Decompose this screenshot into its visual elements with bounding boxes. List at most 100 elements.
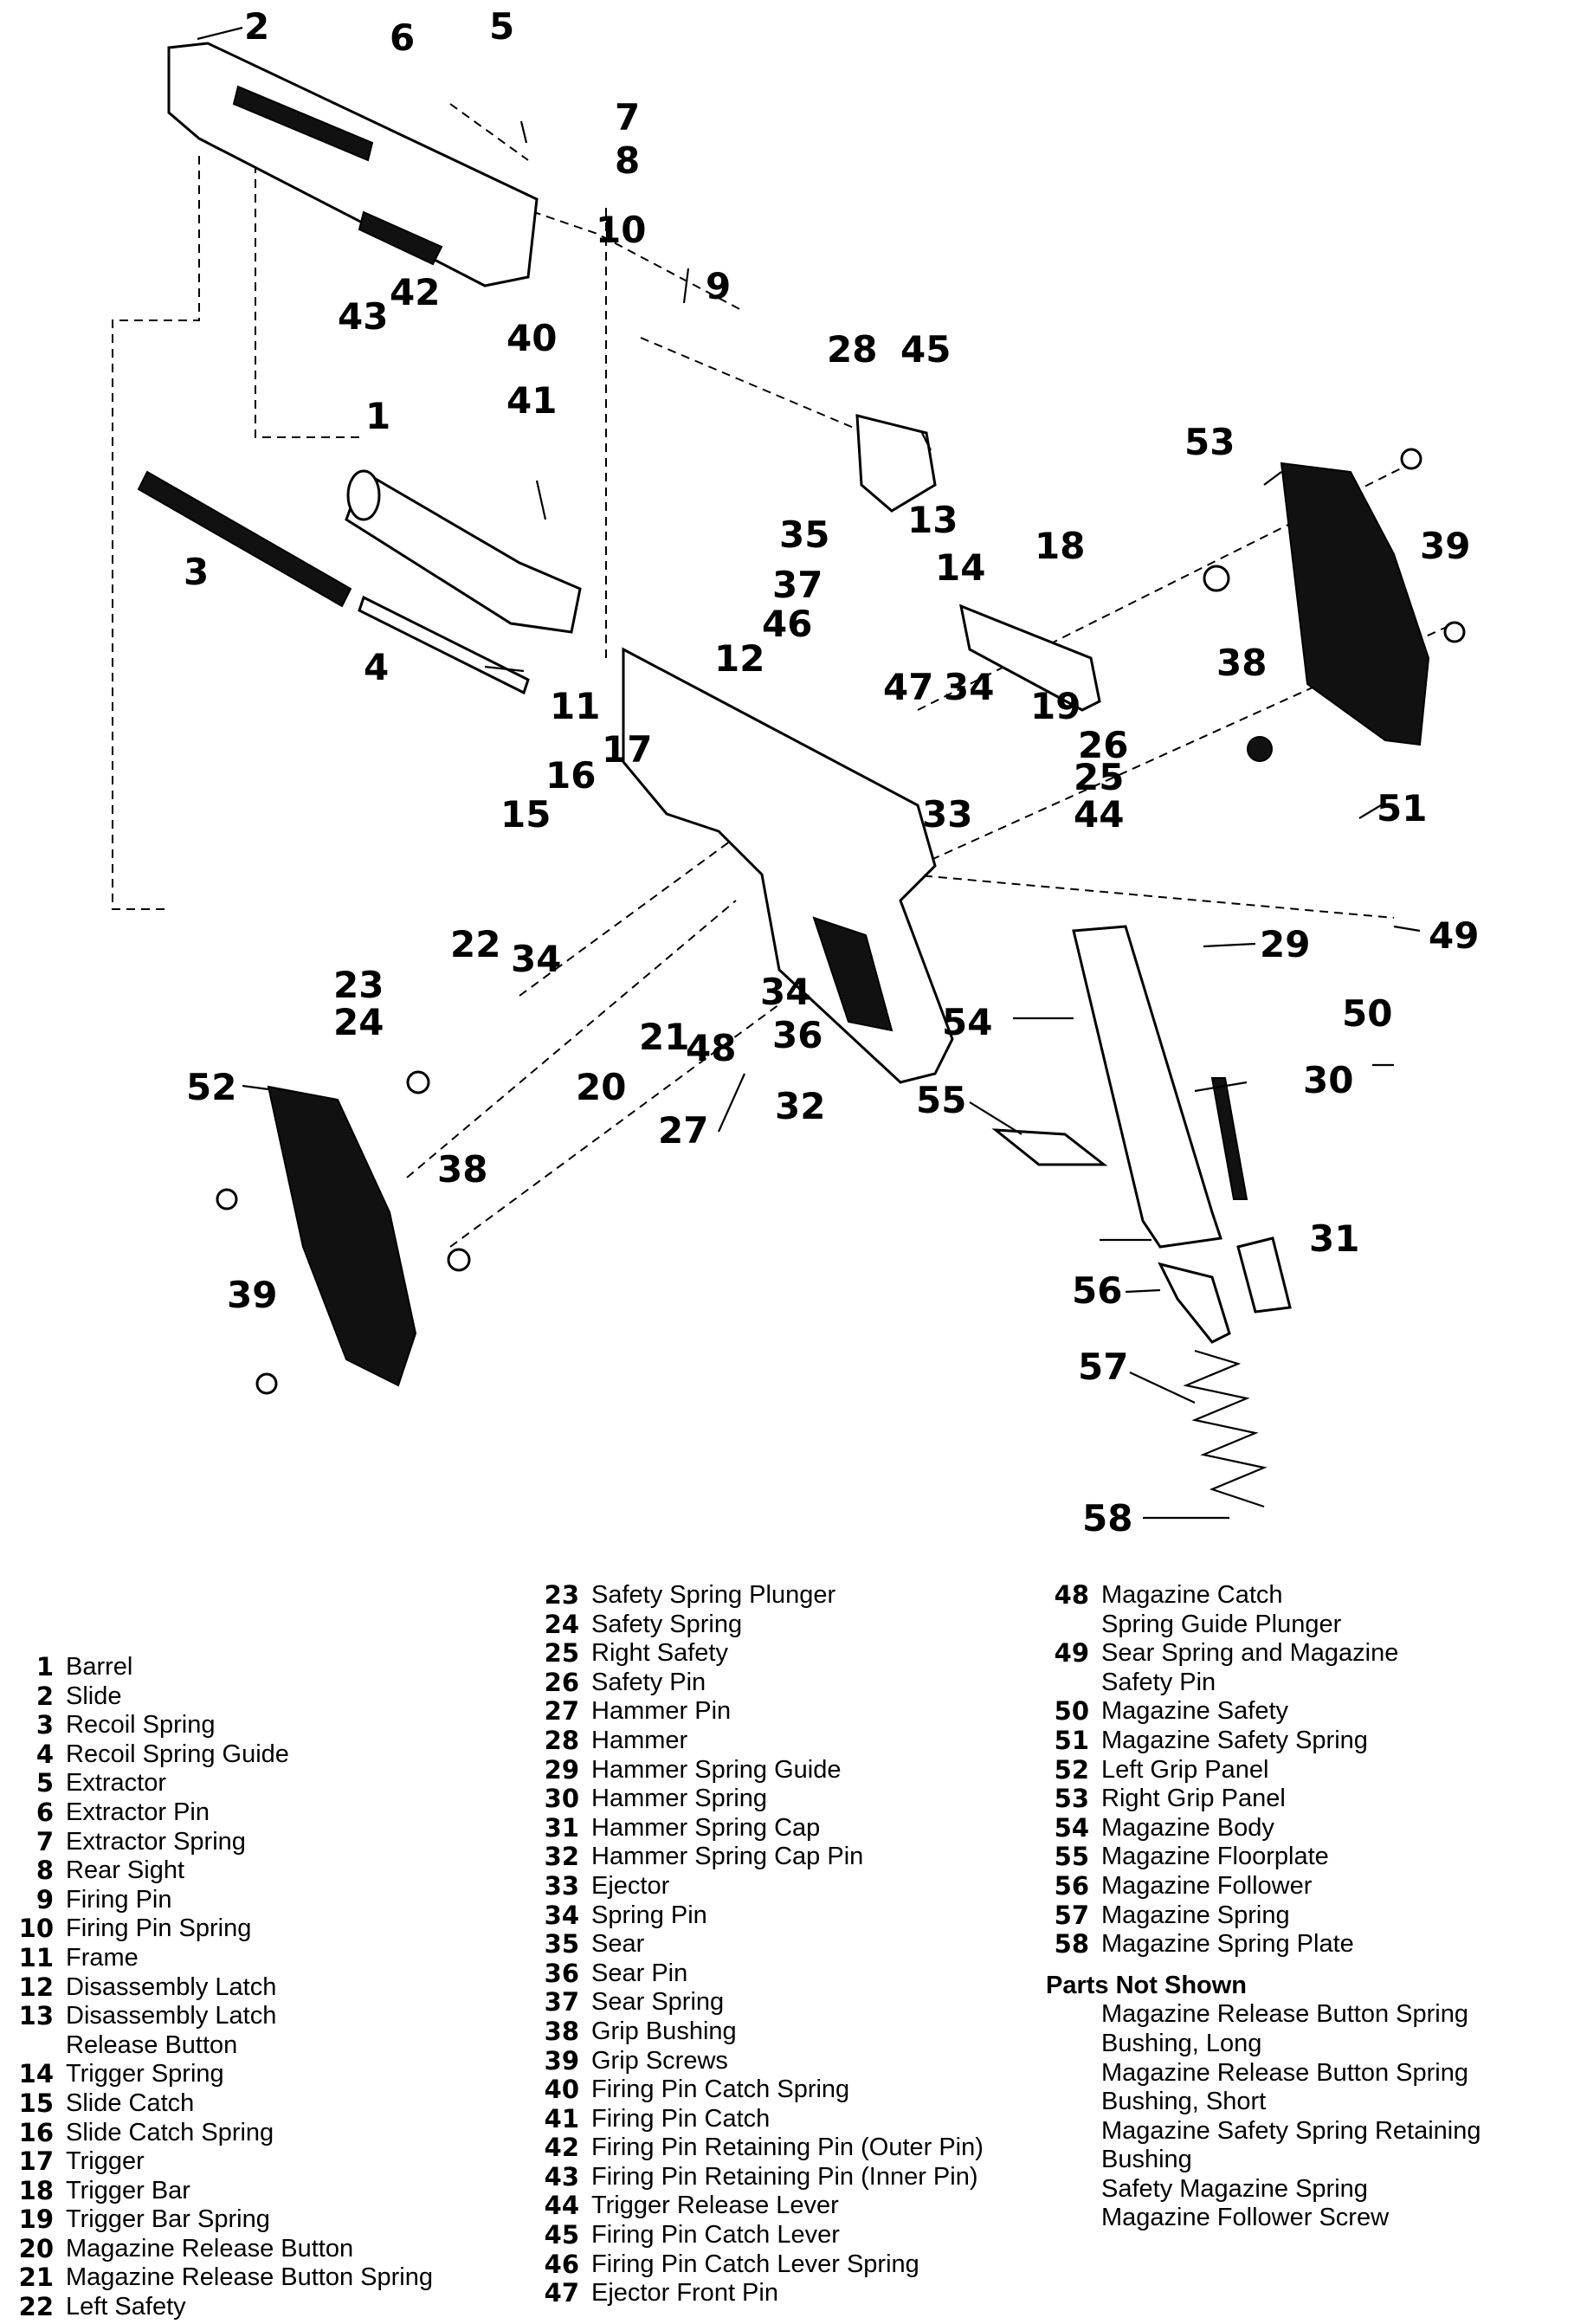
legend-item-name-text: Barrel [66, 1653, 133, 1681]
legend-item-name-text: Firing Pin Retaining Pin (Inner Pin) [591, 2162, 978, 2191]
callout-9: 9 [706, 265, 731, 307]
callout-37: 37 [772, 564, 822, 606]
legend-item-name-text: Trigger [66, 2147, 145, 2176]
legend-item-name-text: Magazine Spring Plate [1101, 1930, 1354, 1959]
legend-item-name: Hammer Spring Cap [591, 1814, 820, 1843]
legend-item-name-text: Ejector Front Pin [591, 2279, 778, 2308]
legend-item-name: Rear Sight [66, 1856, 184, 1886]
callout-39-low: 39 [227, 1274, 277, 1316]
legend-item-name-text: Right Safety [591, 1639, 728, 1668]
legend-item-name: Safety Pin [591, 1669, 706, 1698]
legend-item-name-text: Hammer Spring Guide [591, 1755, 842, 1784]
callout-43: 43 [338, 295, 388, 338]
callout-5: 5 [489, 5, 514, 48]
callout-54: 54 [942, 1001, 992, 1043]
legend-item-name: Trigger Bar Spring [66, 2205, 270, 2235]
legend-item-number: 14 [18, 2059, 54, 2089]
legend-item-name-text: Firing Pin [66, 1885, 172, 1914]
legend-item-name: Ejector [591, 1872, 669, 1901]
hammer-spring-cap-part [1236, 1236, 1292, 1314]
legend-item-name-text: Trigger Spring [66, 2060, 224, 2088]
legend-item-name: Magazine Spring Plate [1101, 1930, 1354, 1959]
legend-item-name: Trigger [66, 2147, 145, 2177]
legend-item-name: Extractor Spring [66, 1828, 246, 1857]
legend-item-name-text: Magazine Spring [1101, 1901, 1290, 1929]
legend-item-name-text: Extractor [66, 1769, 167, 1798]
callout-27: 27 [658, 1109, 708, 1152]
callout-28: 28 [827, 328, 877, 371]
legend-item-name: Hammer Spring Cap Pin [591, 1843, 863, 1872]
legend-item-name-text: Ejector [591, 1871, 670, 1900]
callout-13: 13 [907, 499, 958, 541]
legend-item-name-text: Magazine Catch [1101, 1581, 1283, 1609]
legend-item-name-text: Recoil Spring Guide [66, 1740, 289, 1768]
legend-item-number: 19 [18, 2205, 54, 2235]
callout-1: 1 [365, 395, 390, 437]
legend-item-number: 28 [544, 1725, 579, 1755]
callout-4: 4 [364, 646, 389, 688]
legend-item-number: 11 [18, 1942, 54, 1972]
callout-52: 52 [186, 1066, 236, 1108]
legend-item-number: 58 [1054, 1929, 1089, 1959]
legend-item-name-text: Extractor Spring [66, 1827, 246, 1856]
callout-57: 57 [1078, 1346, 1128, 1388]
callout-22: 22 [450, 923, 500, 965]
callout-42: 42 [390, 271, 440, 313]
callout-10: 10 [596, 209, 646, 251]
callout-32: 32 [775, 1085, 825, 1127]
legend-item-name: Sear [591, 1930, 644, 1959]
legend-item-name-text: Firing Pin Catch [591, 2104, 771, 2133]
legend-item-name: Hammer Spring Guide [591, 1756, 842, 1785]
legend-item-number: 12 [18, 1972, 54, 2002]
callout-45: 45 [900, 328, 951, 371]
legend-item-name-text: Magazine Follower [1101, 1871, 1313, 1900]
legend-item-number: 26 [544, 1667, 579, 1697]
legend-item-number: 31 [544, 1812, 579, 1843]
legend-item-number: 22 [18, 2292, 54, 2322]
legend-item-number: 18 [18, 2175, 54, 2205]
legend-item-number: 10 [18, 1914, 54, 1944]
callout-labels: 2 6 5 7 8 10 9 42 43 40 41 28 45 53 39 1… [184, 5, 1479, 1540]
callout-34-top: 34 [944, 666, 994, 708]
legend-item-name: Magazine Follower [1101, 1872, 1312, 1901]
barrel-part [345, 469, 582, 634]
legend-item-name: Right Grip Panel [1101, 1785, 1286, 1814]
legend-item-name-text: Hammer Spring Cap Pin [591, 1843, 864, 1871]
leader-lines [197, 26, 1421, 1520]
legend-item-number: 51 [1054, 1725, 1089, 1755]
legend-item-number: 47 [544, 2278, 579, 2308]
callout-47: 47 [883, 666, 933, 708]
legend-item-number: 9 [35, 1884, 54, 1914]
grip-bushings-part [406, 565, 1273, 1272]
legend-item-name-text: Firing Pin Retaining Pin (Outer Pin) [591, 2134, 984, 2162]
callout-34-mid: 34 [511, 938, 561, 980]
callout-14: 14 [935, 546, 985, 589]
callout-40: 40 [506, 317, 557, 359]
legend-item-number: 15 [18, 2088, 54, 2118]
legend-item-name-text: Slide Catch [66, 2088, 195, 2117]
callout-55: 55 [916, 1079, 966, 1121]
legend-item-name: Frame [66, 1944, 139, 1973]
legend-item: 19 Trigger Bar Spring [0, 2205, 433, 2235]
legend-item-name: Magazine Safety [1101, 1697, 1288, 1727]
legend-item-number: 25 [544, 1638, 579, 1669]
legend-item-number: 27 [544, 1696, 579, 1727]
